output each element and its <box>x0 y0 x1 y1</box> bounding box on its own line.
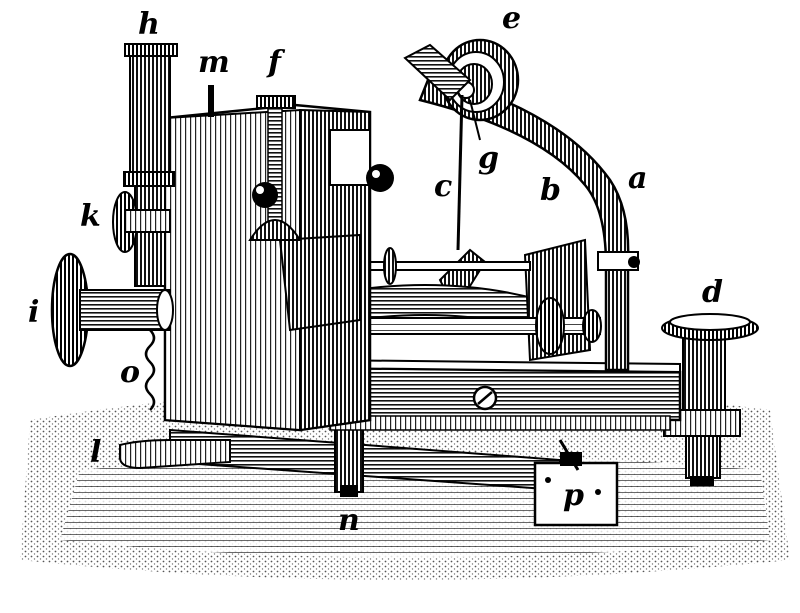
rod-g <box>469 99 481 141</box>
label-e: e <box>502 1 521 36</box>
block-n <box>334 419 364 497</box>
label-a: a <box>628 161 647 196</box>
label-k: k <box>80 199 101 234</box>
arm-ab <box>418 73 640 372</box>
label-d: d <box>702 275 723 310</box>
label-c: c <box>434 169 452 204</box>
pin-m <box>208 85 214 117</box>
label-o: o <box>120 355 140 390</box>
label-p: p <box>563 478 584 513</box>
lever-bar <box>169 428 619 527</box>
label-h: h <box>138 7 160 42</box>
shafts <box>299 247 602 355</box>
screw-f <box>248 95 302 241</box>
column-h <box>123 43 178 287</box>
label-n: n <box>338 503 360 538</box>
label-i: i <box>28 295 39 330</box>
label-l: l <box>90 435 101 470</box>
front-bed <box>318 358 682 431</box>
spring-o <box>144 329 156 411</box>
label-m: m <box>198 45 230 80</box>
label-f: f <box>266 45 286 80</box>
rod-c <box>456 94 464 251</box>
label-b: b <box>540 173 561 208</box>
knob-k <box>112 191 171 253</box>
left-foot <box>118 439 231 470</box>
label-g: g <box>478 141 499 176</box>
knob-i <box>50 252 174 368</box>
